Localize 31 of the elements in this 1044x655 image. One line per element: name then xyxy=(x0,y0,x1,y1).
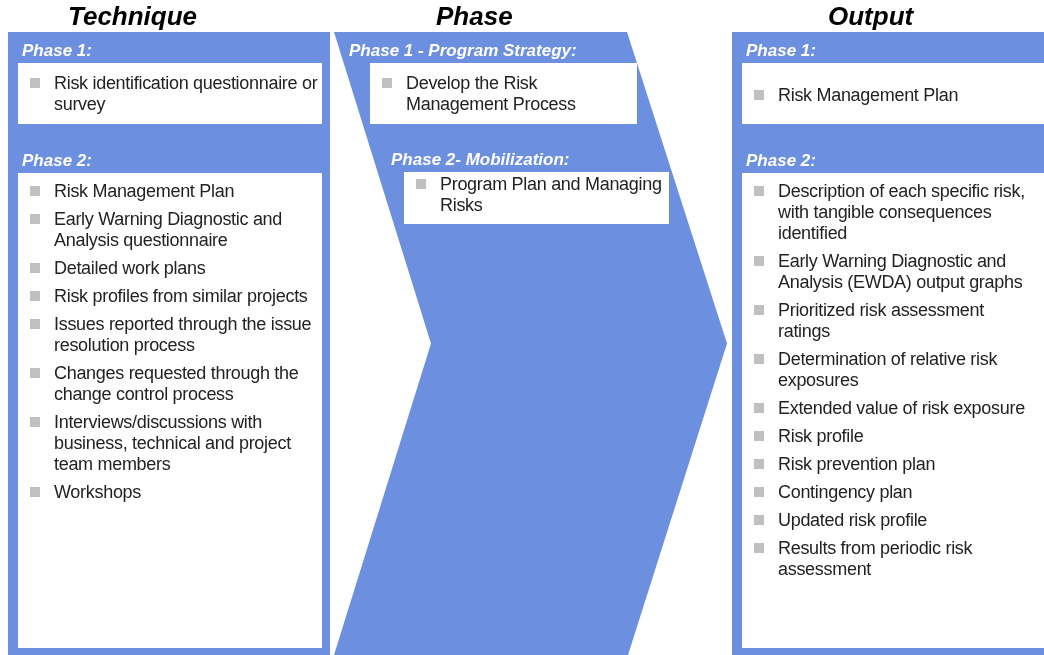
list-item: Risk identification questionnaire or survey xyxy=(54,73,318,115)
list-item: Risk prevention plan xyxy=(778,454,936,475)
list-item: Determination of relative risk exposures xyxy=(778,349,999,391)
list-item: Workshops xyxy=(54,482,141,503)
list-item: Risk Management Plan xyxy=(54,181,235,202)
list-item: Description of each specific risk, with tangible consequences identified xyxy=(778,181,1026,244)
list-item: Risk profiles from similar projects xyxy=(54,286,308,307)
list-item: Early Warning Diagnostic and Analysis (EWDA) output graphs xyxy=(778,251,1024,293)
list-item: Extended value of risk exposure xyxy=(778,398,1025,419)
phase-heading: Phase 2: xyxy=(746,151,816,170)
list-item: Detailed work plans xyxy=(54,258,206,279)
list-item: Develop the Risk Management Process xyxy=(406,73,577,115)
phase-heading: Phase 2- Mobilization: xyxy=(391,150,570,169)
list-item: Results from periodic risk assessment xyxy=(778,538,974,580)
list-item: Contingency plan xyxy=(778,482,913,503)
column-heading: Phase xyxy=(436,1,513,31)
list-item: Risk profile xyxy=(778,426,864,447)
list-item: Prioritized risk assessment ratings xyxy=(778,300,985,342)
list-item: Program Plan and Managing Risks xyxy=(440,174,663,216)
list-item: Issues reported through the issue resolution process xyxy=(54,314,313,356)
column-heading: Technique xyxy=(68,1,198,31)
phase-heading: Phase 1: xyxy=(746,41,816,60)
phase-heading: Phase 1: xyxy=(22,41,92,60)
column-heading: Output xyxy=(828,1,914,31)
phase-heading: Phase 1 - Program Strategy: xyxy=(349,41,577,60)
phase-heading: Phase 2: xyxy=(22,151,92,170)
list-item: Changes requested through the change control process xyxy=(54,363,300,405)
list-item: Updated risk profile xyxy=(778,510,928,531)
list-item: Risk Management Plan xyxy=(778,85,959,106)
list-item: Early Warning Diagnostic and Analysis questionnaire xyxy=(54,209,284,251)
list-item: Interviews/discussions with business, technical and project team members xyxy=(54,412,292,475)
